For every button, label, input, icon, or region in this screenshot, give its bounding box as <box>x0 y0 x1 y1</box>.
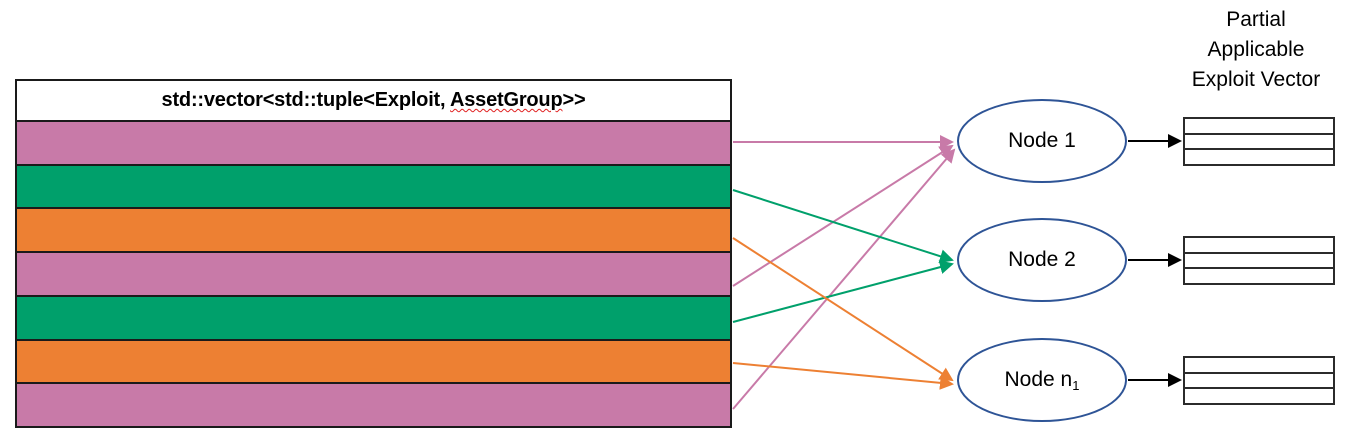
table-row <box>17 340 730 385</box>
node-1: Node 1 <box>957 99 1127 183</box>
pav-cell <box>1185 119 1333 135</box>
pav-cell <box>1185 374 1333 390</box>
arrow-row6-to-noden1 <box>732 362 954 390</box>
pav-cell <box>1185 135 1333 151</box>
vector-table: std::vector<std::tuple<Exploit, AssetGro… <box>15 79 732 428</box>
pav-title-line-3: Exploit Vector <box>1191 68 1321 91</box>
node-n1-base: Node n <box>1004 368 1073 391</box>
header-prefix: std::vector<std::tuple<Exploit, <box>161 89 450 111</box>
pav-cell <box>1185 269 1333 283</box>
arrow-row3-to-noden1 <box>732 237 954 382</box>
vector-table-header: std::vector<std::tuple<Exploit, AssetGro… <box>17 81 730 122</box>
arrow-row4-to-node1 <box>732 144 954 287</box>
header-misspelled-word: AssetGroup <box>450 89 563 111</box>
node-1-label: Node 1 <box>1008 129 1076 152</box>
pav-cell <box>1185 254 1333 270</box>
table-row <box>17 384 730 427</box>
pav-cell <box>1185 238 1333 254</box>
arrow-row5-to-node2 <box>732 260 954 323</box>
pav-cell <box>1185 150 1333 164</box>
table-row <box>17 165 730 210</box>
pav-box-1 <box>1183 117 1335 166</box>
node-2-label: Node 2 <box>1008 248 1076 271</box>
arrow-row7-to-node1 <box>732 148 956 410</box>
pav-title-line-1: Partial <box>1226 8 1286 31</box>
table-row <box>17 296 730 341</box>
node-n1-label: Node n1 <box>1004 368 1080 393</box>
node-2: Node 2 <box>957 218 1127 302</box>
partial-applicable-exploit-vector-title: Partial Applicable Exploit Vector <box>1161 5 1351 95</box>
pav-box-2 <box>1183 236 1335 285</box>
table-row <box>17 209 730 254</box>
node-n1-subscript: 1 <box>1072 378 1080 393</box>
pav-title-line-2: Applicable <box>1207 38 1305 61</box>
pav-cell <box>1185 389 1333 403</box>
pav-box-3 <box>1183 356 1335 405</box>
node-n1: Node n1 <box>957 338 1127 422</box>
header-suffix: >> <box>562 89 586 111</box>
pav-cell <box>1185 358 1333 374</box>
table-row <box>17 122 730 166</box>
table-row <box>17 253 730 297</box>
vector-table-header-text: std::vector<std::tuple<Exploit, AssetGro… <box>162 89 586 112</box>
arrow-row2-to-node2 <box>732 189 954 264</box>
